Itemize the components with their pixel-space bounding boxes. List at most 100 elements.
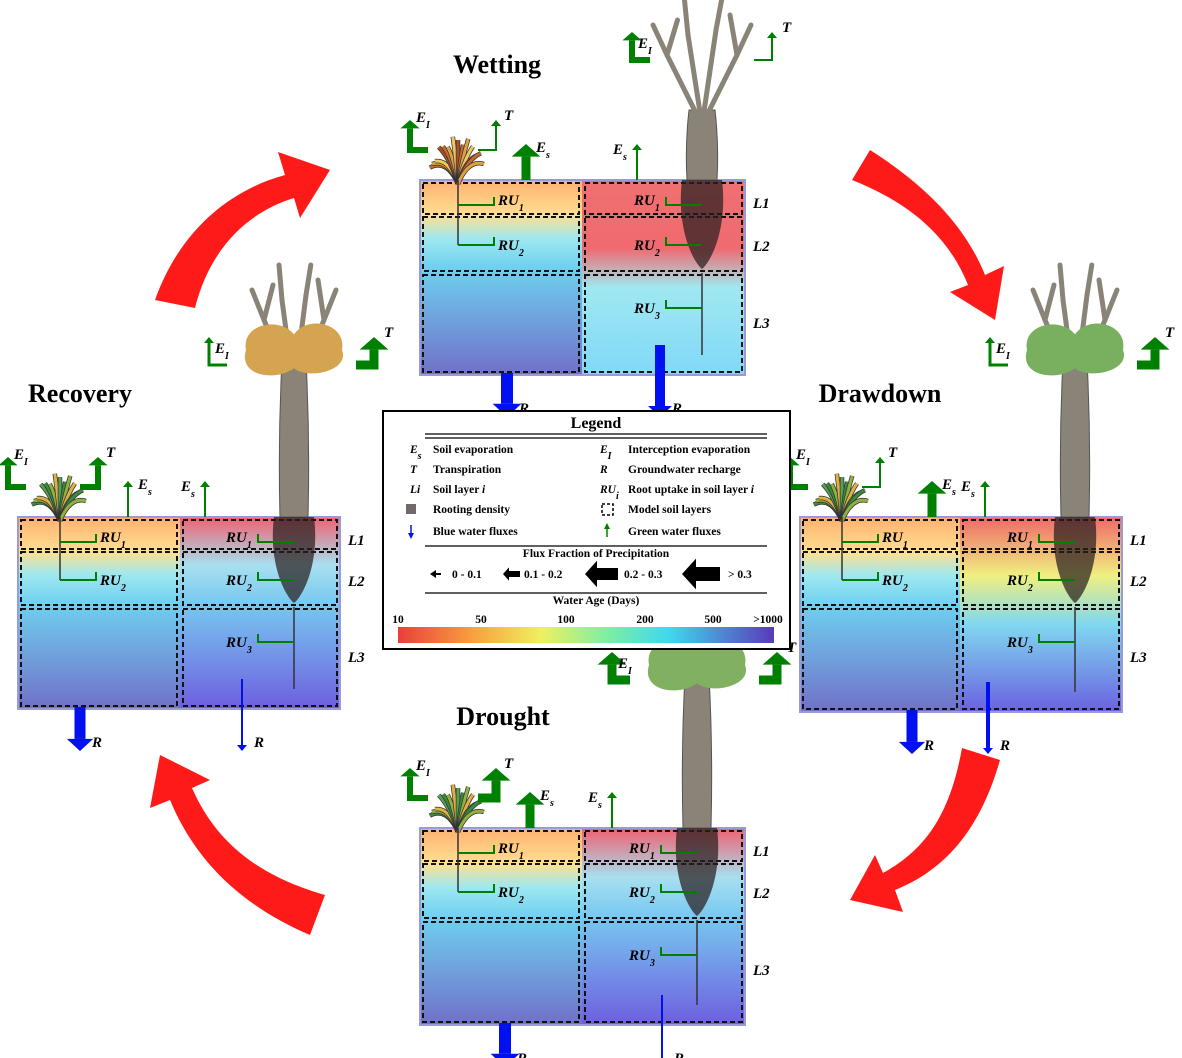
ru1-label-grass: RU1 xyxy=(99,530,126,551)
interception-evaporation-arrow-grass-shaft xyxy=(407,128,413,153)
tree-branch xyxy=(249,287,267,323)
water-age-tick-label: 100 xyxy=(557,614,575,626)
legend-item-label: Soil evaporation xyxy=(433,444,514,456)
recharge-arrow-tree-head xyxy=(983,748,993,754)
grass-blade xyxy=(840,498,869,522)
soil-column-tree xyxy=(180,517,340,709)
layer-label-l3: L3 xyxy=(347,650,365,666)
ru1-label-tree: RU1 xyxy=(628,841,655,862)
tree-branch xyxy=(734,22,754,58)
es-label-grass: Es xyxy=(539,788,554,809)
model-soil-layer-l3-grass xyxy=(802,608,958,710)
ru3-label-tree: RU3 xyxy=(628,948,655,969)
transpiration-arrow-grass-shaft xyxy=(495,126,497,151)
water-age-tick-label: 50 xyxy=(475,614,487,626)
interception-evaporation-arrow-grass-shaft xyxy=(407,776,413,801)
root-uptake-arrow-grass-1 xyxy=(458,197,495,206)
ei-label-grass: EI xyxy=(13,447,29,468)
soil-column-grass xyxy=(420,180,582,375)
recharge-arrow-grass-shaft xyxy=(501,373,513,404)
t-label-grass: T xyxy=(504,756,514,772)
model-soil-layer-l2-grass xyxy=(422,216,580,272)
flux-class-arrow-shaft xyxy=(597,568,618,580)
interception-evaporation-arrow-tree-head xyxy=(597,652,627,665)
soil-evaporation-arrow-grass-shaft xyxy=(927,493,937,517)
legend-symbol: Li xyxy=(409,484,421,496)
root-uptake-arrow-tree-1 xyxy=(1038,534,1075,543)
tree-branch xyxy=(1096,277,1108,323)
root-uptake-arrow-tree-2 xyxy=(660,884,697,893)
r-label-grass: R xyxy=(923,738,934,754)
layer-label-l1: L1 xyxy=(752,844,770,860)
soil-frame xyxy=(799,516,1123,713)
tree-branch xyxy=(650,22,670,58)
root-uptake-arrow-grass-1 xyxy=(842,534,879,543)
t-label-tree: T xyxy=(384,325,394,341)
model-soil-layer-l2-tree xyxy=(584,863,743,919)
transpiration-arrow-tree-shaft xyxy=(1150,349,1160,370)
flux-class-arrow-shaft xyxy=(509,571,520,577)
interception-evaporation-arrow-grass-head xyxy=(400,768,420,777)
t-label-grass: T xyxy=(504,108,514,124)
layer-label-l3: L3 xyxy=(1129,650,1147,666)
soil-evaporation-arrow-grass-head xyxy=(123,481,133,487)
soil-evaporation-arrow-grass-shaft xyxy=(521,156,531,180)
transpiration-arrow-grass-head xyxy=(88,457,108,466)
rooting-density xyxy=(675,828,719,916)
es-label-grass: Es xyxy=(535,140,550,161)
soil-evaporation-arrow-grass-shaft xyxy=(127,487,129,517)
soil-frame xyxy=(17,516,341,710)
legend-symbol: R xyxy=(599,464,608,476)
legend-frame xyxy=(382,410,791,650)
r-label-grass: R xyxy=(91,735,102,751)
r-label-tree: R xyxy=(671,401,682,417)
recharge-arrow-grass-shaft xyxy=(74,707,86,739)
transpiration-arrow-grass-shaft xyxy=(95,465,101,490)
es-label-grass: Es xyxy=(941,477,956,498)
root-uptake-arrow-grass-2 xyxy=(458,884,495,893)
es-label-grass: Es xyxy=(137,477,152,498)
recharge-arrow-grass-head xyxy=(66,738,94,751)
layer-label-l2: L2 xyxy=(1129,574,1147,590)
legend-flux-title: Flux Fraction of Precipitation xyxy=(523,548,670,560)
cycle-arrow-drawdown-to-drought xyxy=(850,748,1000,912)
model-soil-layer-l3-tree xyxy=(182,608,338,707)
model-soil-layer-l1-tree xyxy=(182,519,338,550)
flux-class-arrow-head xyxy=(430,570,436,578)
recharge-arrow-grass-head xyxy=(490,1053,520,1058)
ei-label-tree: EI xyxy=(637,36,653,57)
legend-item-label: Rooting density xyxy=(433,504,510,516)
ei-label-tree: EI xyxy=(617,656,633,677)
soil-column-grass xyxy=(18,517,180,709)
root-uptake-arrow-tree-3 xyxy=(1038,634,1075,643)
ru2-label-tree: RU2 xyxy=(628,885,655,906)
soil-evaporation-arrow-grass-head xyxy=(515,792,545,805)
ru1-label-tree: RU1 xyxy=(225,530,252,551)
model-soil-layer-l1-grass xyxy=(422,830,580,862)
model-soil-layer-l3-tree xyxy=(584,921,743,1023)
tree-branch xyxy=(1102,287,1120,323)
soil-column-grass xyxy=(800,517,960,712)
ru2-label-grass: RU2 xyxy=(497,885,524,906)
layer-label-l1: L1 xyxy=(752,196,770,212)
rooting-density xyxy=(1053,517,1097,603)
tree-branch xyxy=(685,32,705,128)
legend-symbol: T xyxy=(410,464,418,476)
grass-blade xyxy=(456,161,485,185)
transpiration-arrow-tree-shaft xyxy=(369,349,379,370)
soil-frame xyxy=(419,827,746,1026)
flux-class-arrow-shaft xyxy=(696,567,720,581)
model-soil-layer-l1-grass xyxy=(20,519,178,550)
interception-evaporation-arrow-tree-head xyxy=(622,32,642,41)
interception-evaporation-arrow-grass-shaft xyxy=(5,465,11,490)
tree-branch xyxy=(713,0,725,33)
t-label-grass: T xyxy=(106,445,116,461)
legend-item-label: Transpiration xyxy=(433,464,502,476)
t-label-tree: T xyxy=(787,640,797,656)
legend-item-label: Blue water fluxes xyxy=(433,526,518,538)
legend-item-label: Green water fluxes xyxy=(628,526,721,538)
legend-symbol: RUi xyxy=(599,484,619,502)
rooting-density-swatch xyxy=(406,504,416,514)
soil-evaporation-arrow-tree-shaft xyxy=(984,487,986,517)
